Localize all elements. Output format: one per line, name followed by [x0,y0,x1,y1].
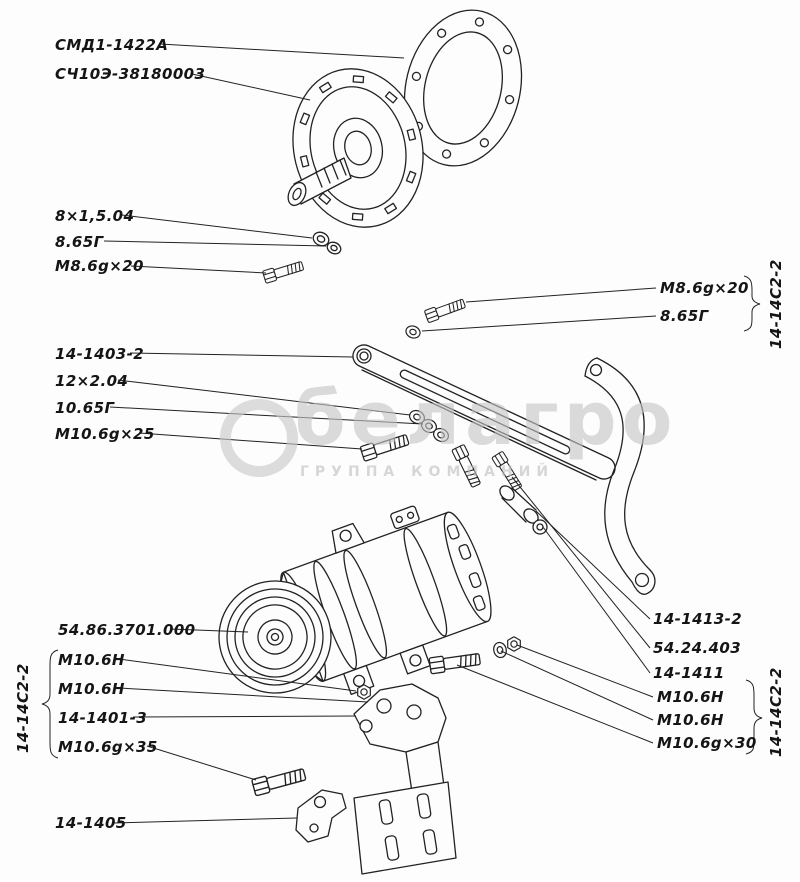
bolt-m10x30-drawing [428,650,482,675]
part-label: М10.6g×30 [657,734,757,752]
washer-spring-drawing [326,241,342,255]
part-label: М8.6g×20 [55,257,144,275]
part-label: 12×2.04 [55,372,129,390]
assembly-group-label: 14-14С2-2 [767,259,785,349]
hub-shaft-drawing [287,157,352,207]
part-label: 14-1411 [653,664,725,682]
leader-lines [103,43,657,824]
part-label: СМД1-1422А [55,36,169,54]
part-label: 8×1,5.04 [55,207,135,225]
assembly-group-label: 14-14С2-2 [14,663,32,753]
part-label: 14-1405 [55,814,127,832]
washer-spring-right-drawing [403,323,423,341]
washer-m10-right-drawing [491,640,509,660]
part-label: 14-1413-2 [653,610,743,628]
part-label: М10.6Н [58,680,125,698]
part-label: М10.6g×35 [58,738,158,756]
washer-flat-drawing [312,231,330,247]
part-label: М10.6Н [657,688,724,706]
part-label: М10.6g×25 [55,425,155,443]
gasket-drawing [403,9,523,167]
nut-m10-drawing [357,684,371,700]
support-plate-drawing [295,789,347,843]
part-label: М10.6Н [58,651,125,669]
generator-drawing [218,505,492,696]
part-label: СЧ10Э-38180003 [55,65,206,83]
assembly-group-label: 14-14С2-2 [767,667,785,757]
part-label: 54.86.3701.000 [58,621,196,639]
bolt-m8-right-drawing [423,296,467,324]
bolt-m10x35-drawing [250,765,308,797]
part-label: 14-1403-2 [55,345,145,363]
part-label: 10.65Г [55,399,115,417]
nut-m10-right-drawing [507,636,521,652]
part-label: 8.65Г [55,233,104,251]
adjusting-bar-drawing [352,344,616,481]
spacer-drawing [491,450,548,535]
curved-bracket-drawing [584,357,656,595]
bolt-m8-drawing [261,258,305,284]
mounting-bracket-drawing [353,683,457,875]
part-label: М10.6Н [657,711,724,729]
part-label: 8.65Г [660,307,709,325]
bolt-m10x25-drawing [359,431,411,462]
part-label: М8.6g×20 [660,279,749,297]
part-label: 14-1401-3 [58,709,148,727]
bolt-upper-drawing [451,443,484,490]
part-label: 54.24.403 [653,639,742,657]
group-brackets [41,275,763,759]
